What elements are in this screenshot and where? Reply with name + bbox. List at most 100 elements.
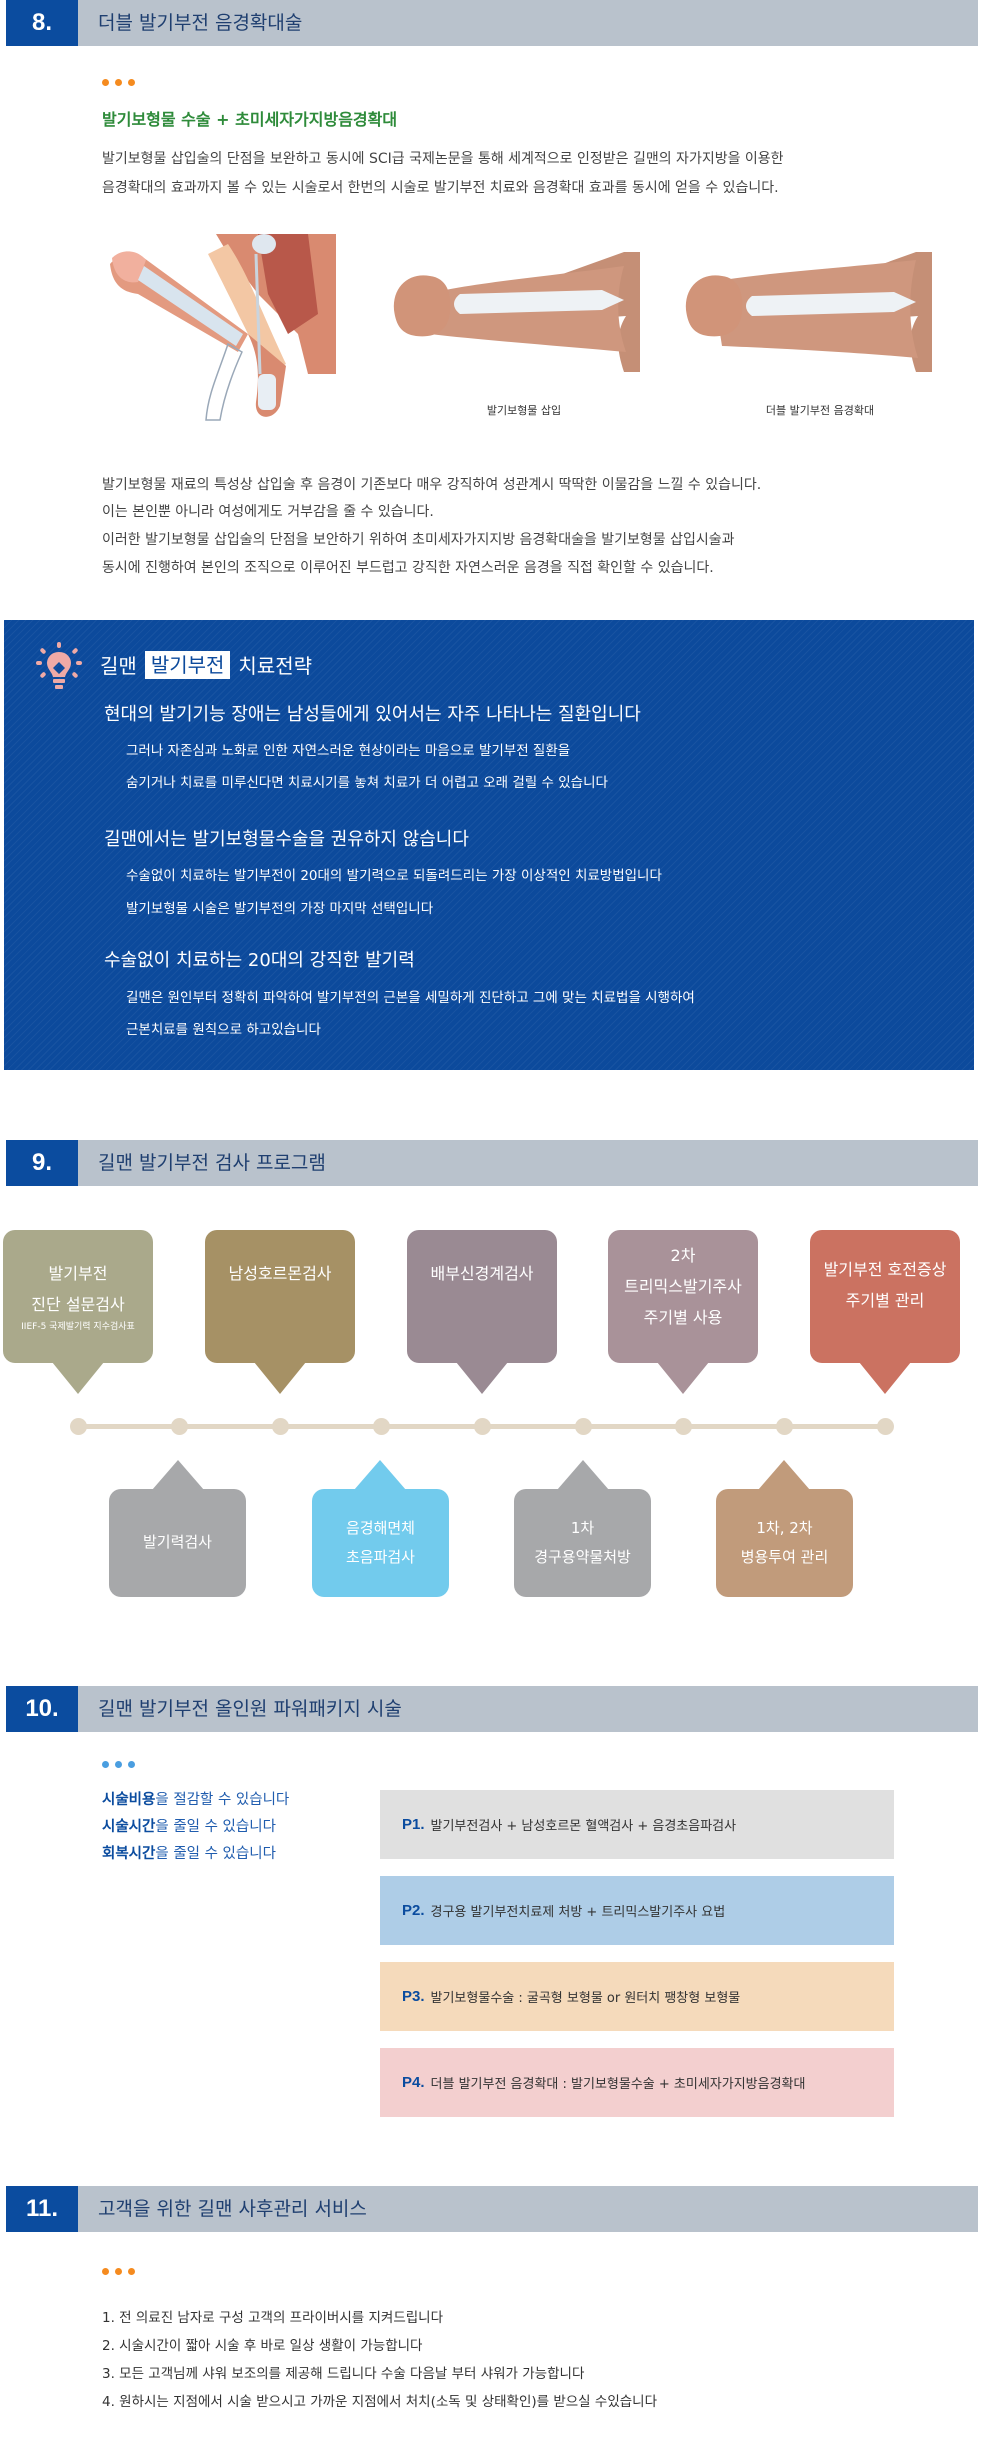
package-text: 더블 발기부전 음경확대 : 발기보형물수술 + 초미세자가지방음경확대: [430, 2077, 806, 2092]
step-label: 1차: [570, 1518, 595, 1537]
step-trimix-injection: 2차 트리믹스발기주사 주기별 사용: [608, 1230, 758, 1363]
package-label: P2.: [402, 1902, 425, 1919]
benefit-text: 을 줄일 수 있습니다: [155, 1819, 276, 1835]
caption-double-enlargement: 더블 발기부전 음경확대: [765, 404, 875, 417]
strategy-line: 그러나 자존심과 노화로 인한 자연스러운 현상이라는 마음으로 발기부전 질환…: [126, 743, 571, 759]
package-label: P1.: [402, 1816, 425, 1833]
benefit-text: 을 줄일 수 있습니다: [155, 1846, 276, 1862]
strategy-heading-3: 수술없이 치료하는 20대의 강직한 발기력: [104, 950, 415, 971]
intro-line-2: 음경확대의 효과까지 볼 수 있는 시술로서 한번의 시술로 발기부전 치료와 …: [102, 180, 779, 196]
benefit-time: 시술시간을 줄일 수 있습니다: [102, 1815, 276, 1836]
body-line-2: 이는 본인뿐 아니라 여성에게도 거부감을 줄 수 있습니다.: [102, 504, 434, 520]
strategy-line: 발기보형물 시술은 발기부전의 가장 마지막 선택입니다: [126, 901, 434, 917]
section-number: 8.: [6, 0, 78, 46]
package-text: 경구용 발기부전치료제 처방 + 트리믹스발기주사 요법: [430, 1905, 726, 1920]
implant-anatomy-illustration: [110, 234, 336, 421]
step-label: 진단 설문검사: [31, 1295, 125, 1315]
timeline-dot: [70, 1418, 87, 1435]
strategy-line: 숨기거나 치료를 미루신다면 치료시기를 놓쳐 치료가 더 어렵고 오래 걸릴 …: [126, 775, 608, 791]
step-label: 음경해면체: [345, 1518, 415, 1537]
section-title: 더블 발기부전 음경확대술: [98, 12, 303, 34]
treatment-strategy-panel: 길맨 발기부전 치료전략 현대의 발기기능 장애는 남성들에게 있어서는 자주 …: [4, 620, 974, 1070]
timeline-dot: [877, 1418, 894, 1435]
service-item-1: 1. 전 의료진 남자로 구성 고객의 프라이버시를 지켜드립니다: [102, 2310, 443, 2326]
step-label: 경구용약물처방: [534, 1548, 631, 1566]
pointer-down: [859, 1362, 911, 1394]
benefit-text: 을 절감할 수 있습니다: [155, 1792, 290, 1808]
section-title: 길맨 발기부전 올인원 파워패키지 시술: [98, 1698, 402, 1720]
dots-decoration: [102, 79, 135, 86]
intro-line-1: 발기보형물 삽입술의 단점을 보완하고 동시에 SCI급 국제논문을 통해 세계…: [102, 151, 784, 167]
package-p1: P1. 발기부전검사 + 남성호르몬 혈액검사 + 음경초음파검사: [380, 1790, 894, 1859]
package-p3: P3. 발기보형물수술 : 굴곡형 보형물 or 원터치 팽창형 보형물: [380, 1962, 894, 2031]
benefit-bold: 시술비용: [102, 1792, 156, 1808]
step-hormone-test: 남성호르몬검사: [205, 1230, 355, 1363]
package-text: 발기부전검사 + 남성호르몬 혈액검사 + 음경초음파검사: [430, 1819, 737, 1834]
step-label: 트리믹스발기주사: [624, 1277, 742, 1297]
step-label: 발기부전 호전증상: [823, 1260, 947, 1279]
lightbulb-icon: [36, 642, 82, 689]
step-self-assessment: 발기부전 진단 설문검사 IIEF-5 국제발기력 지수검사표: [3, 1230, 153, 1363]
pointer-up: [152, 1460, 204, 1490]
dots-decoration: [102, 2268, 135, 2275]
step-label: 초음파검사: [345, 1548, 415, 1566]
pointer-down: [52, 1362, 104, 1394]
step-label: 발기력검사: [142, 1533, 212, 1552]
section-number: 11.: [6, 2186, 78, 2232]
timeline-dot: [171, 1418, 188, 1435]
strategy-title-suffix: 치료전략: [238, 654, 313, 678]
benefit-recovery: 회복시간을 줄일 수 있습니다: [102, 1842, 276, 1863]
strategy-heading-1: 현대의 발기기능 장애는 남성들에게 있어서는 자주 나타나는 질환입니다: [104, 704, 641, 725]
package-label: P3.: [402, 1988, 425, 2005]
pointer-up: [354, 1460, 406, 1490]
strategy-title: 길맨 발기부전 치료전략: [100, 650, 312, 679]
strategy-title-highlight: 발기부전: [144, 650, 231, 679]
section-8-subtitle: 발기보형물 수술 + 초미세자가지방음경확대: [102, 110, 398, 129]
pointer-up: [557, 1460, 609, 1490]
timeline-dot: [776, 1418, 793, 1435]
service-item-4: 4. 원하시는 지점에서 시술 받으시고 가까운 지점에서 처치(소독 및 상태…: [102, 2394, 657, 2410]
service-item-2: 2. 시술시간이 짧아 시술 후 바로 일상 생활이 가능합니다: [102, 2338, 423, 2354]
timeline-dot: [272, 1418, 289, 1435]
section-9-header: 9. 길맨 발기부전 검사 프로그램: [6, 1140, 978, 1186]
section-11-header: 11. 고객을 위한 길맨 사후관리 서비스: [6, 2186, 978, 2232]
benefit-cost: 시술비용을 절감할 수 있습니다: [102, 1788, 289, 1809]
dots-decoration: [102, 1761, 135, 1768]
step-label: 병용투여 관리: [740, 1548, 829, 1566]
pointer-up: [758, 1460, 810, 1490]
pointer-down: [254, 1362, 306, 1394]
strategy-heading-2: 길맨에서는 발기보형물수술을 권유하지 않습니다: [104, 829, 469, 850]
strategy-line: 수술없이 치료하는 발기부전이 20대의 발기력으로 되돌려드리는 가장 이상적…: [126, 868, 662, 884]
benefit-bold: 회복시간: [102, 1846, 156, 1862]
step-oral-medication: 1차 경구용약물처방: [514, 1489, 651, 1597]
section-10-header: 10. 길맨 발기부전 올인원 파워패키지 시술: [6, 1686, 978, 1732]
step-label: 배부신경계검사: [430, 1264, 534, 1283]
timeline-dot: [373, 1418, 390, 1435]
strategy-title-prefix: 길맨: [100, 654, 137, 678]
step-label: 주기별 관리: [845, 1291, 925, 1311]
step-erection-test: 발기력검사: [109, 1489, 246, 1597]
step-ultrasound-test: 음경해면체 초음파검사: [312, 1489, 449, 1597]
strategy-line: 길맨은 원인부터 정확히 파악하여 발기부전의 근본을 세밀하게 진단하고 그에…: [126, 990, 695, 1006]
body-line-1: 발기보형물 재료의 특성상 삽입술 후 음경이 기존보다 매우 강직하여 성관계…: [102, 477, 762, 493]
step-note: IIEF-5 국제발기력 지수검사표: [21, 1322, 135, 1333]
pointer-down: [657, 1362, 709, 1394]
pointer-down: [456, 1362, 508, 1394]
package-text: 발기보형물수술 : 굴곡형 보형물 or 원터치 팽창형 보형물: [430, 1991, 741, 2006]
timeline-dot: [474, 1418, 491, 1435]
timeline-dot: [575, 1418, 592, 1435]
step-dorsal-nerve-test: 배부신경계검사: [407, 1230, 557, 1363]
step-label: 2차: [670, 1246, 696, 1265]
step-label: 1차, 2차: [756, 1518, 813, 1537]
section-number: 10.: [6, 1686, 78, 1732]
step-label: 남성호르몬검사: [228, 1264, 332, 1283]
package-p4: P4. 더블 발기부전 음경확대 : 발기보형물수술 + 초미세자가지방음경확대: [380, 2048, 894, 2117]
step-label: 발기부전: [48, 1264, 108, 1284]
section-8-header: 8. 더블 발기부전 음경확대술: [6, 0, 978, 46]
body-line-4: 동시에 진행하여 본인의 조직으로 이루어진 부드럽고 강직한 자연스러운 음경…: [102, 560, 714, 576]
caption-implant-insertion: 발기보형물 삽입: [486, 404, 562, 417]
strategy-line: 근본치료를 원칙으로 하고있습니다: [126, 1022, 321, 1038]
timeline-dot: [675, 1418, 692, 1435]
body-line-3: 이러한 발기보형물 삽입술의 단점을 보안하기 위하여 초미세자가지지방 음경확…: [102, 532, 735, 548]
step-followup-management: 발기부전 호전증상 주기별 관리: [810, 1230, 960, 1363]
